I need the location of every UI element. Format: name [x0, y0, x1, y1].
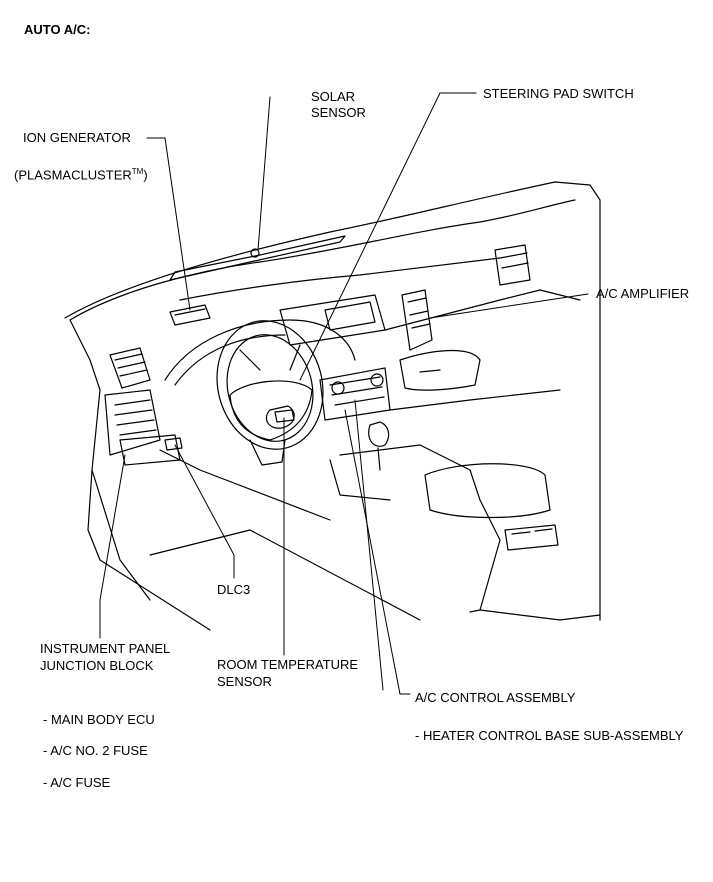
leader-lines	[99, 92, 589, 695]
dlc3-part	[164, 437, 183, 451]
page-title: AUTO A/C:	[24, 22, 91, 37]
leader-solar	[257, 96, 271, 251]
label-main-body-ecu: - MAIN BODY ECU	[43, 712, 155, 727]
label-room-temp-2: SENSOR	[217, 674, 272, 689]
windshield-line	[64, 181, 556, 319]
leader-heater-base	[354, 399, 384, 691]
cluster-hood	[164, 319, 356, 381]
leader-dlc3	[174, 444, 235, 579]
steering-wheel-outer	[216, 320, 324, 450]
label-ipjb-2: JUNCTION BLOCK	[40, 658, 154, 673]
label-plasmacluster: (PLASMACLUSTERTM)	[14, 167, 148, 183]
dash-mid-line	[179, 257, 501, 301]
left-pillar	[69, 319, 211, 631]
label-ac-amplifier: A/C AMPLIFIER	[596, 286, 690, 301]
leader-ac-amp	[429, 293, 589, 319]
ac-control-panel	[319, 367, 391, 421]
ac-amplifier-part	[401, 289, 433, 351]
right-vent	[494, 244, 531, 286]
defrost-grille	[169, 235, 346, 281]
ion-generator-part	[169, 304, 211, 326]
armrest	[424, 463, 551, 519]
label-solar-sensor-1: SOLAR	[311, 89, 356, 104]
label-steering-pad-switch: STEERING PAD SWITCH	[483, 86, 634, 101]
label-ac-no2-fuse: - A/C NO. 2 FUSE	[43, 743, 148, 758]
left-door-line	[91, 469, 151, 601]
right-dash	[384, 289, 581, 331]
label-ac-control-assembly: A/C CONTROL ASSEMBLY	[415, 690, 576, 705]
rear-vent	[504, 524, 559, 551]
leader-ion	[146, 137, 191, 311]
dash-top-outline	[69, 199, 576, 321]
center-console	[339, 444, 501, 613]
label-dlc3: DLC3	[217, 582, 251, 597]
steering-hub	[229, 380, 313, 441]
solar-sensor-part	[250, 248, 260, 258]
leader-ac-control	[344, 409, 411, 695]
room-temp-sensor-part	[274, 409, 295, 423]
shift-lever	[368, 421, 390, 447]
junction-block-area	[104, 389, 161, 456]
glovebox	[399, 350, 481, 391]
leader-ipjb	[99, 454, 126, 639]
label-solar-sensor-2: SENSOR	[311, 105, 366, 120]
label-heater-control-base: - HEATER CONTROL BASE SUB-ASSEMBLY	[415, 728, 684, 743]
left-vent	[109, 347, 151, 389]
label-room-temp-1: ROOM TEMPERATURE	[217, 657, 359, 672]
label-ion-generator: ION GENERATOR	[23, 130, 131, 145]
leader-steering-pad	[299, 92, 477, 381]
label-ipjb-1: INSTRUMENT PANEL	[40, 641, 171, 656]
label-ac-fuse: - A/C FUSE	[43, 775, 111, 790]
